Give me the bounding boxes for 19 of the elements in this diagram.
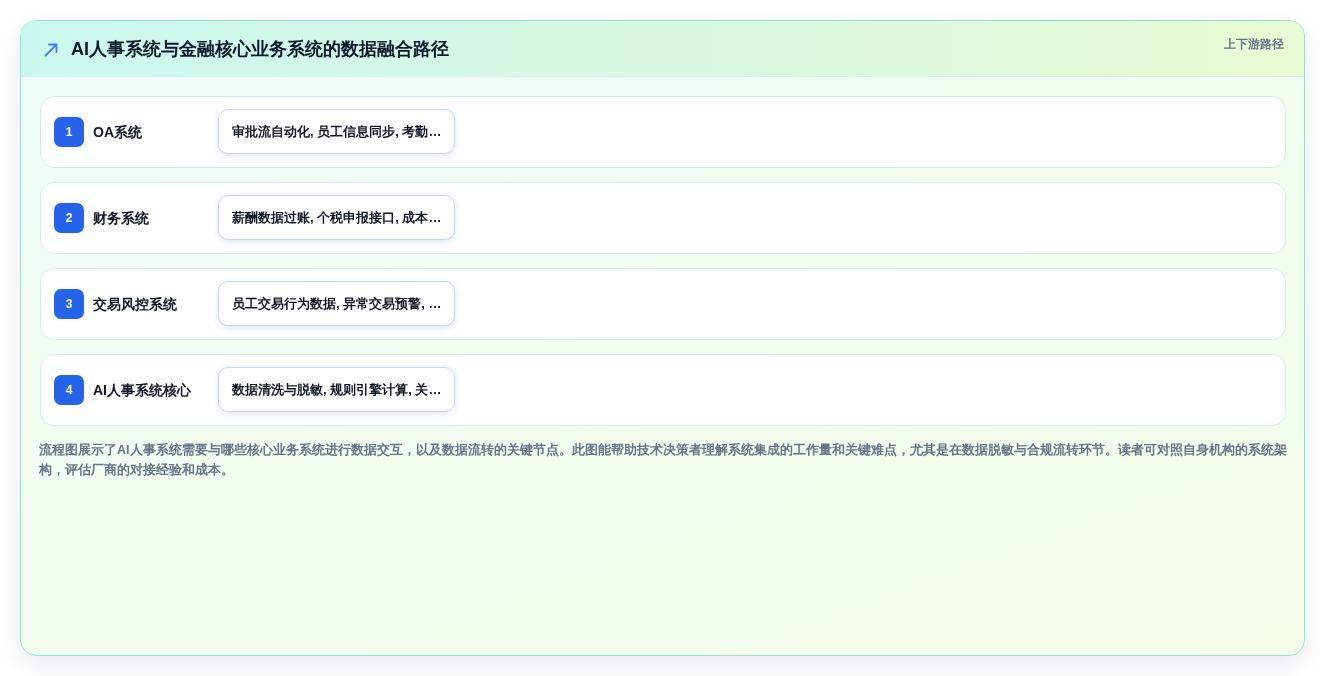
caption-text: 流程图展示了AI人事系统需要与哪些核心业务系统进行数据交互，以及数据流转的关键节点。此图能帮助技术决策者理解系统集成的工作量和关键难点，尤其是在数据脱敏与合规流转环节。读者可对照自身机构的系统架构，评估厂商的对接经验和成本。 [39,441,1288,479]
diagram-title: AI人事系统与金融核心业务系统的数据融合路径 [71,38,449,61]
system-row [40,182,1286,254]
system-row [40,268,1286,340]
system-name: AI人事系统核心 [93,381,191,400]
step-number-badge: 2 [54,203,84,233]
step-number-badge: 3 [54,289,84,319]
system-name: 交易风控系统 [93,295,177,314]
step-number-badge: 4 [54,375,84,405]
data-items-box: 薪酬数据过账, 个税申报接口, 成本… [218,195,456,240]
corner-label: 上下游路径 [1224,36,1284,52]
data-items-box: 员工交易行为数据, 异常交易预警, … [218,281,456,326]
system-name: 财务系统 [93,209,149,228]
system-row [40,354,1286,426]
system-name: OA系统 [93,123,142,142]
data-items-box: 数据清洗与脱敏, 规则引擎计算, 关… [218,367,456,412]
system-row [40,96,1286,168]
step-number-badge: 1 [54,117,84,147]
data-items-box: 审批流自动化, 员工信息同步, 考勤… [218,109,456,154]
